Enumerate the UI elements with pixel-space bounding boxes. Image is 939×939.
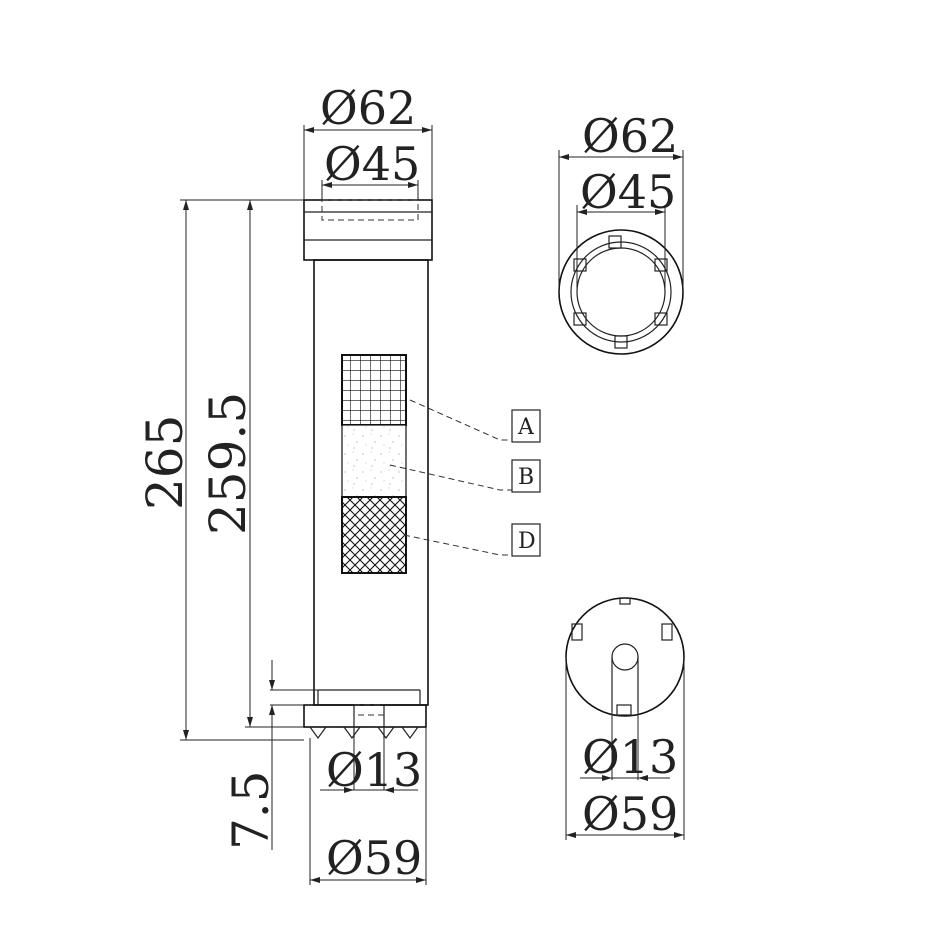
callout-a-label: A	[517, 415, 535, 440]
side-bottom-hole-label: Ø13	[326, 743, 422, 797]
top-view: Ø62 Ø45	[558, 109, 684, 355]
callout-b-label: B	[518, 465, 534, 490]
callout-d-label: D	[518, 529, 536, 554]
top-inner-diameter-label: Ø45	[580, 165, 676, 219]
callout-a-box	[511, 409, 541, 443]
side-media-length-label: 259.5	[199, 392, 257, 535]
top-cap	[303, 199, 433, 261]
side-view: Ø62 Ø45 265 259.5 7.5 Ø13	[136, 81, 541, 885]
layer-d	[341, 496, 407, 574]
callout-d-box	[511, 523, 541, 557]
bottom-view-outer-ring	[565, 597, 685, 717]
bottom-hole-label: Ø13	[582, 730, 678, 784]
bottom-view: Ø13 Ø59	[565, 597, 685, 841]
layer-b	[341, 424, 407, 498]
top-outer-diameter-label: Ø62	[582, 109, 678, 163]
bottom-view-center-hole	[611, 643, 639, 671]
side-outer-diameter-label: Ø62	[320, 81, 416, 135]
callout-b-box	[511, 459, 541, 493]
side-bottom-offset-label: 7.5	[222, 770, 280, 850]
side-bottom-diameter-label: Ø59	[326, 831, 422, 885]
layer-a	[341, 354, 407, 426]
side-inner-diameter-label: Ø45	[324, 137, 420, 191]
bottom-diameter-label: Ø59	[582, 787, 678, 841]
side-total-length-label: 265	[136, 415, 194, 510]
bottom-cap	[303, 704, 427, 728]
